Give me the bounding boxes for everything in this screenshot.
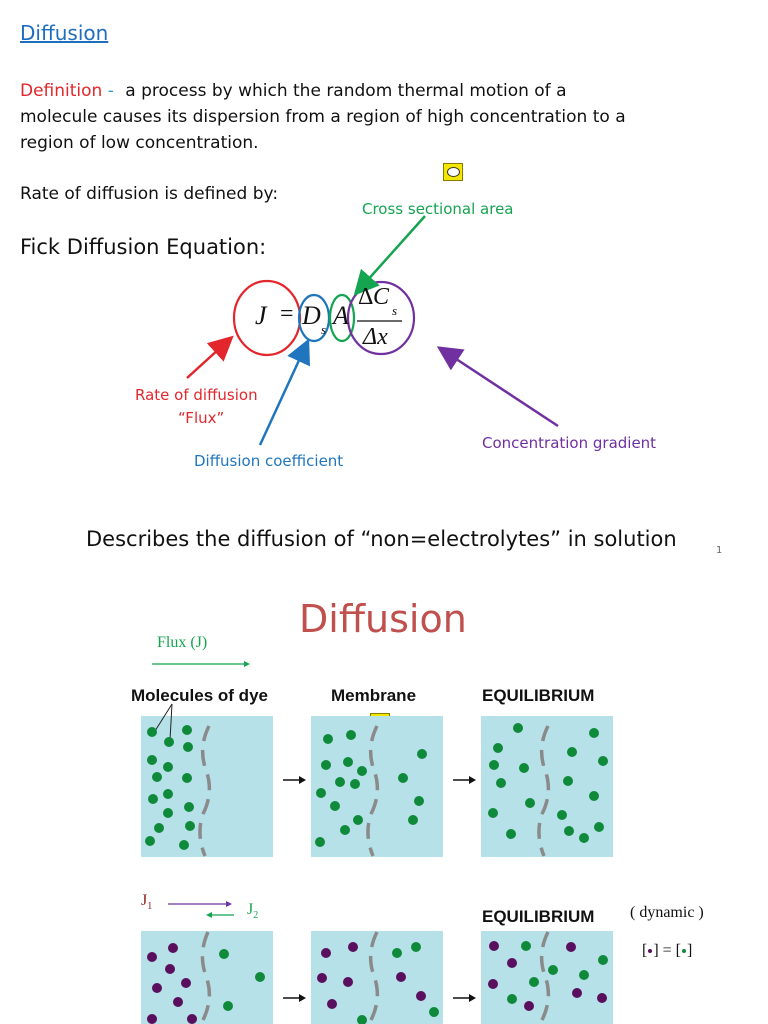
definition-paragraph: Definition - a process by which the rand… [20,78,720,156]
bottom-row-diagram [147,931,608,1024]
describes-text: Describes the diffusion of “non=electrol… [86,527,677,551]
concentration-equality: [] = [] [642,942,693,959]
page-number: 1 [716,545,723,556]
top-row-diagram [145,703,608,857]
area-arrow [353,215,426,296]
eq-num-sub: s [392,303,398,318]
rate-text: Rate of diffusion is defined by: [20,184,279,204]
diffusion-coefficient-label: Diffusion coefficient [194,452,344,470]
green-dot-icon [682,949,687,954]
j1-j2-arrows [168,901,234,918]
flux-arrow-right [152,661,250,667]
eq-D: D [302,301,321,330]
fick-equation-diagram [186,215,559,446]
purple-dot-icon [648,949,653,954]
definition-label: Definition [20,81,103,101]
membrane-label: Membrane [331,686,417,705]
j2-label: J2 [247,901,259,922]
j1-label: J1 [141,892,153,913]
definition-line-3: region of low concentration. [20,133,259,153]
eq-J: J [255,301,267,330]
gradient-circle [346,280,416,356]
equilibrium-label: EQUILIBRIUM [482,686,595,705]
eq-denominator: Δx [363,324,388,350]
molecules-of-dye-label: Molecules of dye [131,686,268,705]
eq-num-delta: Δ [358,284,374,310]
area-circle [328,293,356,343]
slide-2-title: Diffusion [299,597,467,641]
equilibrium-label-2: EQUILIBRIUM [482,907,595,926]
gradient-arrow [436,346,559,428]
flux-arrow [186,335,234,379]
definition-line-2: molecule causes its dispersion from a re… [20,107,626,127]
coefficient-arrow [258,338,310,446]
cross-sectional-area-label: Cross sectional area [362,200,514,218]
dye-box-1 [141,716,273,857]
dynamic-label: ( dynamic ) [630,904,704,921]
definition-line-1: a process by which the random thermal mo… [125,81,567,101]
rate-of-diffusion-label: Rate of diffusion [135,386,258,404]
flux-label: “Flux” [178,409,225,427]
fick-title: Fick Diffusion Equation: [20,235,267,259]
eq-D-sub: s [321,322,327,337]
eq-num-C: C [373,284,390,310]
eq-A: A [333,301,349,330]
concentration-gradient-label: Concentration gradient [482,434,657,452]
eq-equals: = [280,301,294,327]
page-title[interactable]: Diffusion [20,21,109,45]
flux-j-label: Flux (J) [157,634,208,651]
definition-dash: - [107,81,114,101]
comment-icon[interactable] [443,163,463,181]
